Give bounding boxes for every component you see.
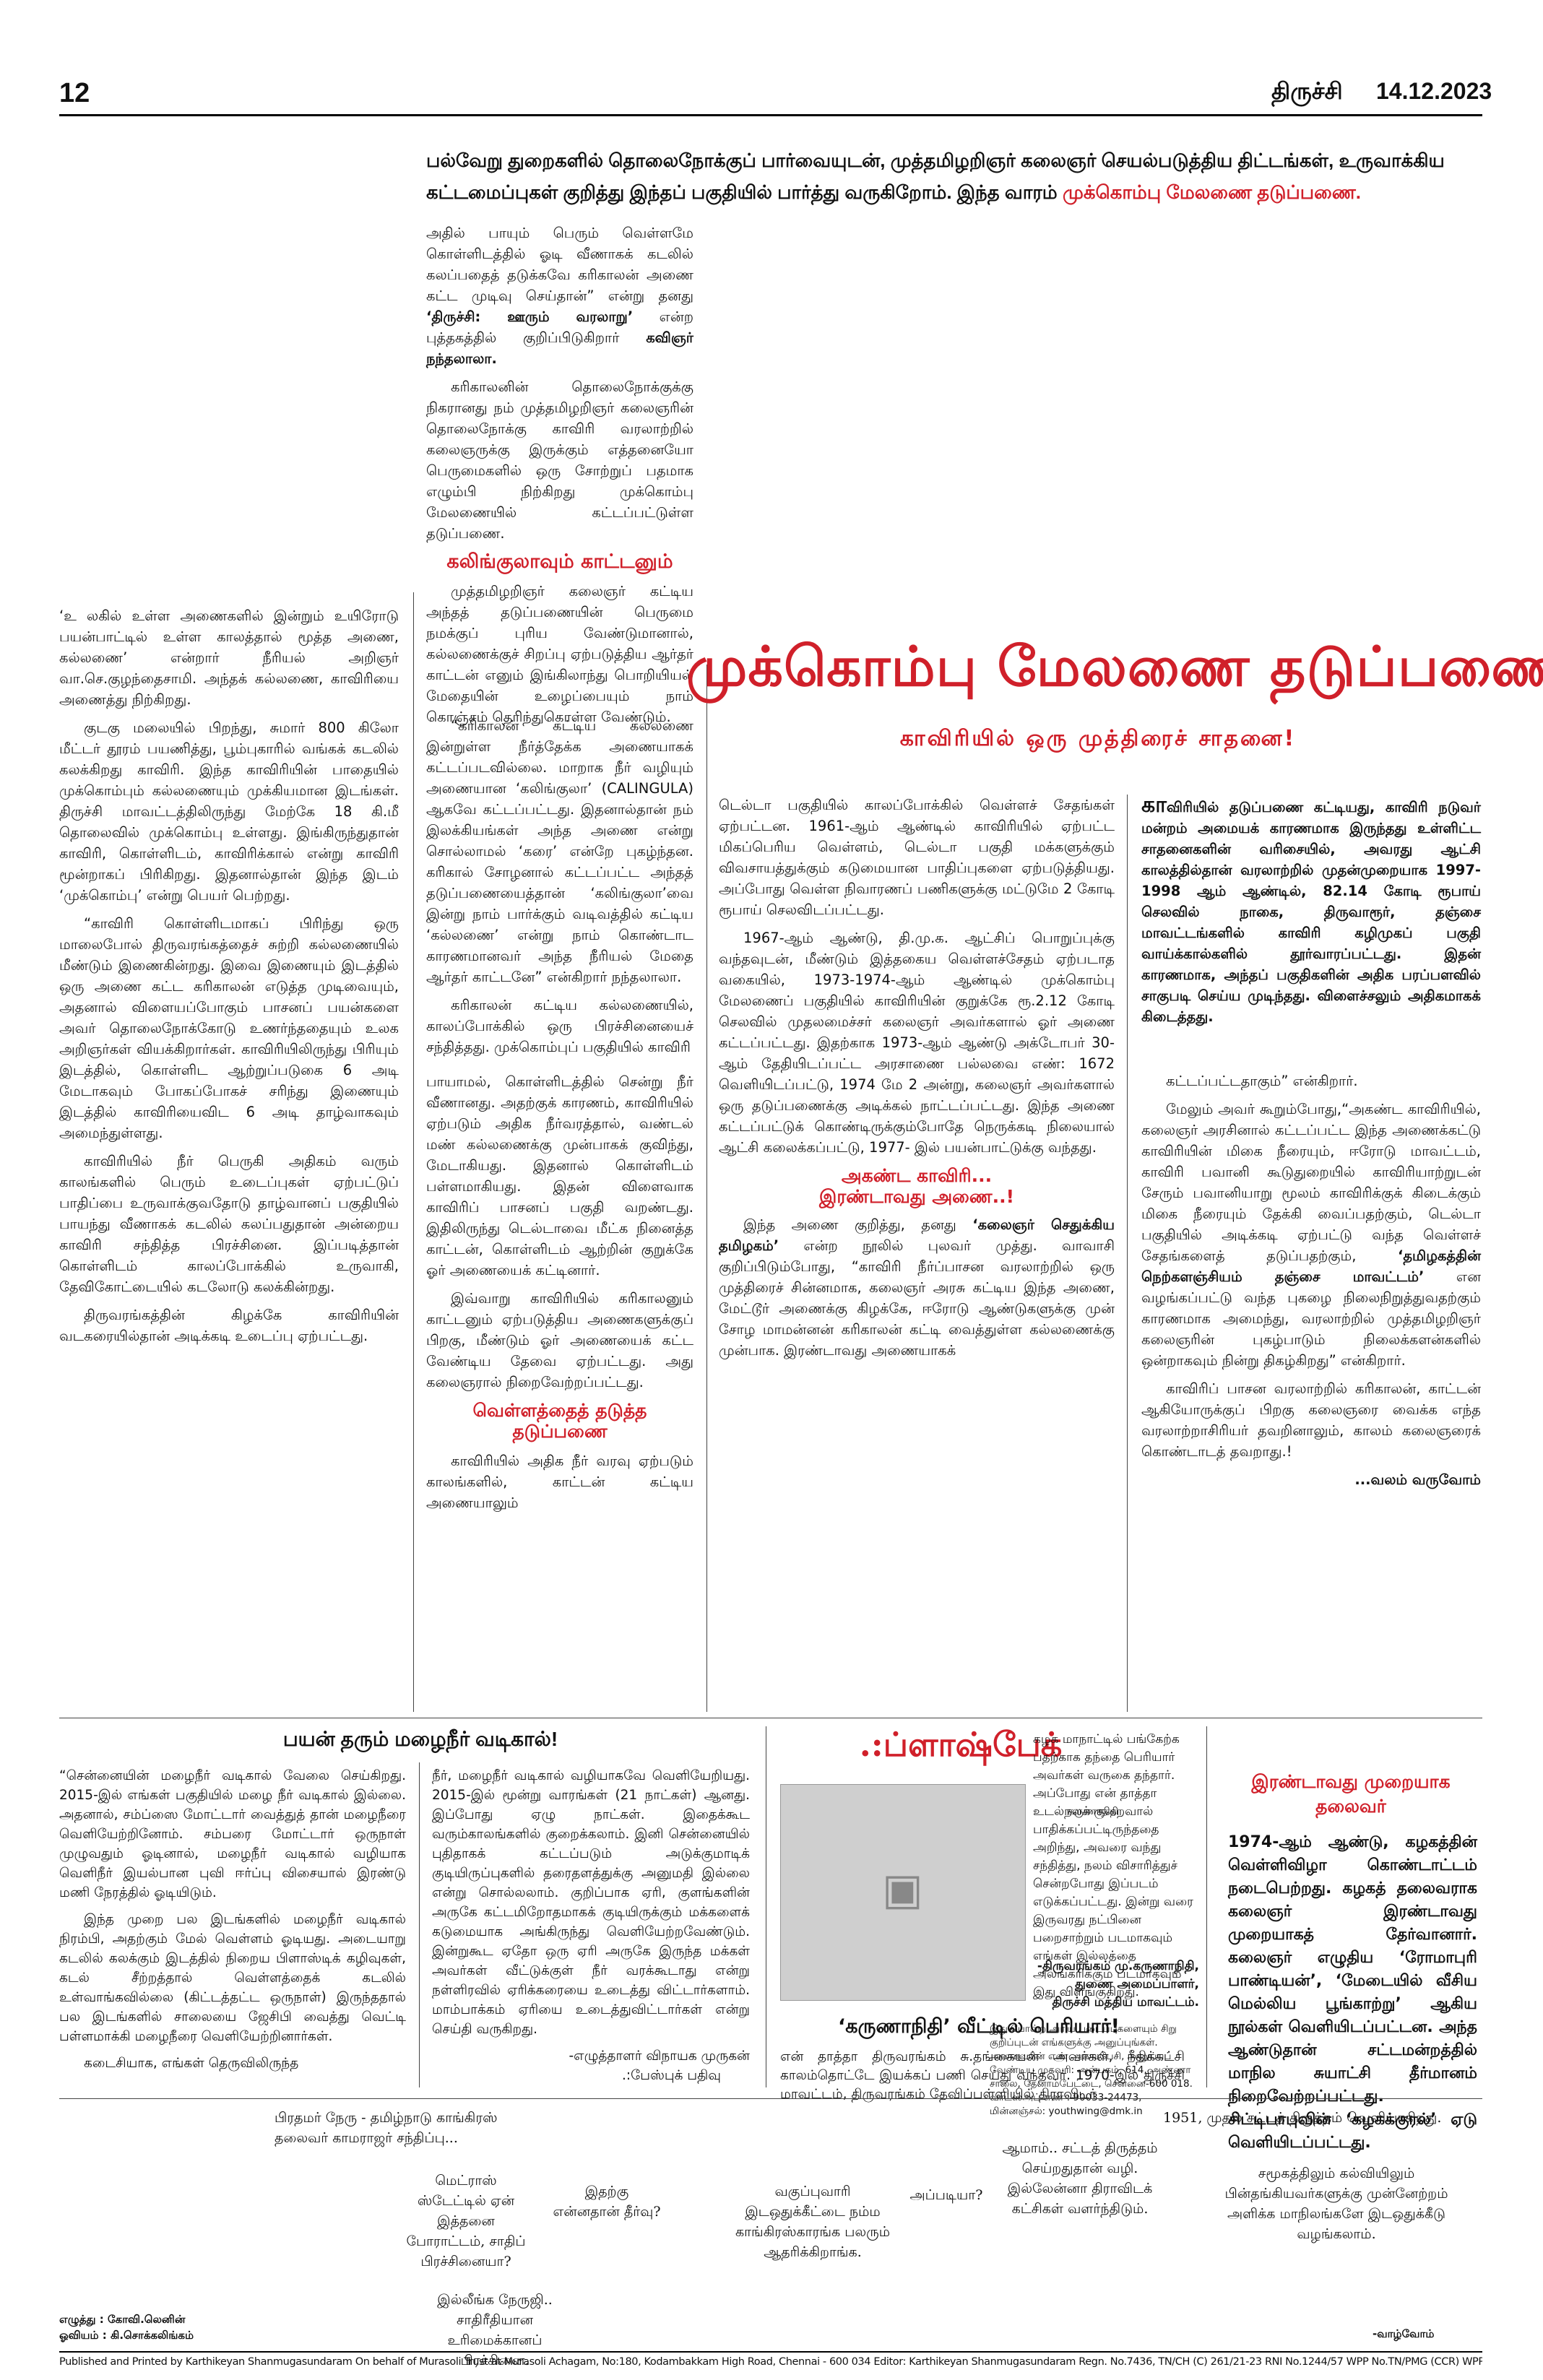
paragraph: ‘உ லகில் உள்ள அணைகளில் இன்றும் உயிரோடு ப… xyxy=(59,607,399,708)
comic-caption-left: பிரதமர் நேரு - தமிழ்நாடு காங்கிரஸ் தலைவர… xyxy=(275,2110,498,2146)
paragraph: முத்தமிழறிஞர் கலைஞர் கட்டிய அந்தத் தடுப்… xyxy=(426,583,693,725)
speech-bubble: இல்லீங்க நேருஜி.. சாதிரீதியான உரிமைக்கான… xyxy=(437,2292,553,2368)
intro-highlight: முக்கொம்பு மேலணை தடுப்பணை. xyxy=(1062,181,1362,203)
subheading-akanda-2: இரண்டாவது அணை..! xyxy=(819,1186,1014,1207)
speech-bubble: இதற்கு என்னதான் தீர்வு? xyxy=(553,2184,661,2220)
paragraph: “சென்னையின் மழைநீர் வடிகால் வேலை செய்கிற… xyxy=(59,1768,406,1900)
comic-credits: எழுத்து : கோவி.லெனின் ஓவியம் : கி.சொக்கல… xyxy=(59,2313,194,2342)
paragraph: “காவிரி கொள்ளிடமாகப் பிரிந்து ஒரு மாலைபோ… xyxy=(59,915,399,1141)
paragraph: திருவரங்கத்தின் கிழக்கே காவிரியின் வடகரை… xyxy=(59,1307,399,1344)
column-left: ‘உ லகில் உள்ள அணைகளில் இன்றும் உயிரோடு ப… xyxy=(59,605,399,1354)
paragraph: இவ்வாறு காவிரியில் கரிகாலனும் காட்டனும் … xyxy=(426,1290,693,1390)
paragraph: கரிகாலன் கட்டிய கல்லணையில், காலப்போக்கில… xyxy=(426,997,693,1055)
rain-section-title: பயன் தரும் மழைநீர் வடிகால்! xyxy=(282,1728,558,1750)
paragraph: இந்த முறை பல இடங்களில் மழைநீர் வடிகால் ந… xyxy=(59,1912,406,2044)
paragraph: காவிரியில் நீர் பெருகி அதிகம் வரும் காலங… xyxy=(59,1153,399,1295)
flashback-quote-2: கழக மாநாட்டில் பங்கேற்க பதற்காக தந்தை பெ… xyxy=(1033,1732,1193,1999)
subheading-akanda-1: அகண்ட காவிரி... xyxy=(841,1165,993,1186)
headline-subtitle: காவிரியில் ஒரு முத்திரைச் சாதனை! xyxy=(899,726,1297,751)
rain-signature: -எழுத்தாளர் விநாயக முருகன் xyxy=(569,2048,751,2064)
subheading-kalingula: கலிங்குலாவும் காட்டனும் xyxy=(446,550,673,573)
flashback-title: .:ப்ளாஷ்பேக் xyxy=(859,1725,1063,1764)
flashback-credits: -திருவரங்கம் மு.கருணாநிதி, துணை அமைப்பாள… xyxy=(1037,1959,1199,2009)
paragraph: காவிரிப் பாசன வரலாற்றில் கரிகாலன், காட்ட… xyxy=(1141,1380,1481,1460)
paragraph: நீர், மழைநீர் வடிகால் வழியாகவே வெளியேறிய… xyxy=(432,1768,750,2037)
speech-bubble: அப்படியா? xyxy=(909,2187,983,2203)
column-right: காவிரியில் தடுப்பணை கட்டியது, காவிரி நடு… xyxy=(1141,795,1481,1490)
rain-source: .:பேஸ்புக் பதிவு xyxy=(622,2068,721,2083)
column-divider xyxy=(1206,1726,1207,2087)
intro-line-2: கட்டமைப்புகள் குறித்து இந்தப் பகுதியில் … xyxy=(426,181,1362,203)
flashback-quote-title: ‘கருணாநிதி’ வீட்டில் பெரியார்! xyxy=(838,2015,1120,2038)
column-divider xyxy=(1127,795,1128,1712)
speech-bubble: சமூகத்திலும் கல்வியிலும் பின்தங்கியவர்கள… xyxy=(1224,2165,1448,2242)
continued-label: ...வலம் வருவோம் xyxy=(1354,1471,1481,1488)
headline-title: முக்கொம்பு மேலணை தடுப்பணை xyxy=(686,634,1543,698)
column-middle-top: அதில் பாயும் பெரும் வெள்ளமே கொள்ளிடத்தில… xyxy=(426,222,693,735)
paragraph: காவிரியில் தடுப்பணை கட்டியது, காவிரி நடு… xyxy=(1141,792,1481,1026)
rain-column-1: “சென்னையின் மழைநீர் வடிகால் வேலை செய்கிற… xyxy=(59,1766,406,2080)
second-term-body: 1974-ஆம் ஆண்டு, கழகத்தின் வெள்ளிவிழா கொண… xyxy=(1228,1833,1477,2152)
column-divider xyxy=(706,665,707,1712)
comic-caption-right: 1951, முதல் சட்டத் திருத்தம் வெளியாகிறது… xyxy=(1163,2110,1442,2126)
footer-rule xyxy=(59,2351,1482,2353)
flashback-quote-1: என் தாத்தா திருவரங்கம் சு.தங்கையன் அவர்க… xyxy=(780,2049,1185,2102)
paragraph: 1967-ஆம் ஆண்டு, தி.மு.க. ஆட்சிப் பொறுப்ப… xyxy=(719,930,1115,1156)
paragraph: மேலும் அவர் கூறும்போது,“அகண்ட காவிரியில்… xyxy=(1141,1101,1481,1369)
speech-bubble: ஆமாம்.. சட்டத் திருத்தம் செய்றதுதான் வழி… xyxy=(1002,2140,1158,2217)
edition-name: திருச்சி xyxy=(1271,78,1343,104)
imprint-line: Published and Printed by Karthikeyan Sha… xyxy=(59,2356,1482,2368)
column-middle-lower: “கரிகாலன் கட்டிய கல்லணை இன்றுள்ள நீர்த்த… xyxy=(426,715,693,1065)
paragraph: கட்டப்பட்டதாகும்” என்கிறார். xyxy=(1166,1073,1358,1089)
comic-continued: -வாழ்வோம் xyxy=(1373,2327,1435,2340)
column-divider xyxy=(413,592,414,1712)
intro-text: பல்வேறு துறைகளில் தொலைநோக்குப் பார்வையுட… xyxy=(426,144,1481,208)
intro-line-1: பல்வேறு துறைகளில் தொலைநோக்குப் பார்வையுட… xyxy=(426,150,1445,171)
comic-rule xyxy=(59,2098,1482,2099)
column-third: டெல்டா பகுதியில் காலப்போக்கில் வெள்ளச் ச… xyxy=(719,795,1115,1368)
drop-cap: கா xyxy=(1141,792,1167,818)
paragraph: அதில் பாயும் பெரும் வெள்ளமே கொள்ளிடத்தில… xyxy=(426,225,693,367)
page-number: 12 xyxy=(59,78,90,108)
rain-column-2: நீர், மழைநீர் வடிகால் வழியாகவே வெளியேறிய… xyxy=(432,1766,750,2085)
column-divider xyxy=(419,1762,420,2087)
paragraph: இந்த அணை குறித்து, தனது ‘கலைஞர் செதுக்கி… xyxy=(719,1216,1115,1359)
issue-date: 14.12.2023 xyxy=(1376,78,1492,104)
column-mid2: பாயாமல், கொள்ளிடத்தில் சென்று நீர் வீணான… xyxy=(426,1071,693,1520)
header-rule xyxy=(59,114,1482,116)
paragraph: டெல்டா பகுதியில் காலப்போக்கில் வெள்ளச் ச… xyxy=(719,797,1115,918)
paragraph: குடகு மலையில் பிறந்து, சுமார் 800 கிலோ ம… xyxy=(59,719,399,904)
contribution-notice: இது போன்ற அரிய படைப்புகளையும் சிறு குறிப… xyxy=(990,2023,1193,2117)
flashback-photo-caption: கருணாநிதி xyxy=(1068,1806,1119,1817)
speech-bubble: மெட்ராஸ் ஸ்டேட்டில் ஏன் இத்தனை போராட்டம்… xyxy=(406,2173,526,2269)
subheading-flood: வெள்ளத்தைத் தடுத்த தடுப்பணை xyxy=(472,1400,647,1442)
flashback-photo: ▣ xyxy=(780,1784,1026,2001)
paragraph: கடைசியாக, எங்கள் தெருவிலிருந்த xyxy=(84,2056,299,2071)
paragraph: காவிரியில் அதிக நீர் வரவு ஏற்படும் காலங்… xyxy=(426,1453,693,1511)
paragraph: கரிகாலனின் தொலைநோக்குக்கு நிகரானது நம் ம… xyxy=(426,378,693,542)
photo-placeholder-icon: ▣ xyxy=(882,1864,923,1915)
paragraph: பாயாமல், கொள்ளிடத்தில் சென்று நீர் வீணான… xyxy=(426,1073,693,1278)
second-term-title: இரண்டாவது முறையாக தலைவர் xyxy=(1251,1771,1451,1817)
paragraph: “கரிகாலன் கட்டிய கல்லணை இன்றுள்ள நீர்த்த… xyxy=(426,717,693,985)
speech-bubble: வகுப்புவாரி இடஒதுக்கீட்டை நம்ம காங்கிரஸ்… xyxy=(735,2184,891,2260)
